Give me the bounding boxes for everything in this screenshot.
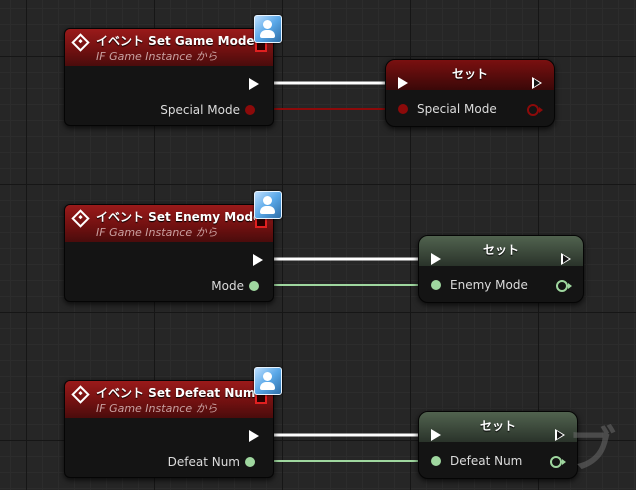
- input-pin-label: Special Mode: [417, 102, 497, 116]
- event-node-subtitle: IF Game Instance から: [96, 50, 218, 63]
- input-pin-label: Enemy Mode: [450, 278, 528, 292]
- interface-badge-icon: [254, 191, 282, 219]
- event-node-header: [65, 381, 273, 418]
- integer-output-pin[interactable]: [245, 457, 255, 467]
- set-node-header: [419, 412, 577, 442]
- exec-input-pin[interactable]: [431, 429, 441, 441]
- exec-input-pin[interactable]: [431, 253, 441, 265]
- set-node-header: [419, 236, 583, 266]
- exec-output-pin[interactable]: [249, 430, 259, 442]
- set-node-title: セット: [479, 419, 516, 433]
- integer-input-pin[interactable]: [431, 456, 441, 466]
- exec-output-pin[interactable]: [253, 254, 263, 266]
- integer-output-pin[interactable]: [550, 456, 566, 468]
- interface-badge-icon: [254, 15, 282, 43]
- output-pin-label: Special Mode: [160, 103, 240, 117]
- output-pin-label: Mode: [211, 279, 244, 293]
- output-pin-label: Defeat Num: [167, 455, 240, 469]
- watermark-text: ブ: [568, 422, 617, 478]
- event-node-subtitle: IF Game Instance から: [96, 402, 218, 415]
- event-node-set-game-mode[interactable]: イベント Set Game Mode IF Game Instance から S…: [64, 15, 282, 126]
- exec-output-pin[interactable]: [561, 253, 571, 265]
- event-node-set-enemy-mode[interactable]: イベント Set Enemy Mode IF Game Instance から …: [64, 191, 282, 302]
- exec-output-pin[interactable]: [249, 78, 259, 90]
- event-node-title: イベント Set Enemy Mode: [96, 210, 262, 224]
- integer-output-pin[interactable]: [249, 281, 259, 291]
- enum-output-pin[interactable]: [245, 105, 255, 115]
- set-node-title: セット: [451, 67, 488, 81]
- exec-output-pin[interactable]: [532, 77, 542, 89]
- interface-badge-icon: [254, 367, 282, 395]
- event-node-header: [65, 205, 273, 242]
- exec-input-pin[interactable]: [398, 77, 408, 89]
- event-node-set-defeat-num[interactable]: イベント Set Defeat Num IF Game Instance から …: [64, 367, 282, 478]
- exec-output-pin[interactable]: [555, 429, 565, 441]
- enum-output-pin[interactable]: [527, 104, 543, 116]
- set-node-header: [386, 60, 554, 90]
- set-node-enemy-mode[interactable]: セット Enemy Mode: [418, 235, 584, 303]
- enum-input-pin[interactable]: [398, 104, 408, 114]
- integer-output-pin[interactable]: [556, 280, 572, 292]
- input-pin-label: Defeat Num: [450, 454, 523, 468]
- event-node-title: イベント Set Game Mode: [96, 34, 255, 48]
- event-node-header: [65, 29, 273, 66]
- set-node-title: セット: [482, 243, 519, 257]
- event-node-subtitle: IF Game Instance から: [96, 226, 218, 239]
- set-node-special-mode[interactable]: セット Special Mode: [385, 59, 555, 127]
- set-node-defeat-num[interactable]: セット Defeat Num: [418, 411, 578, 479]
- integer-input-pin[interactable]: [431, 280, 441, 290]
- event-node-title: イベント Set Defeat Num: [96, 386, 256, 400]
